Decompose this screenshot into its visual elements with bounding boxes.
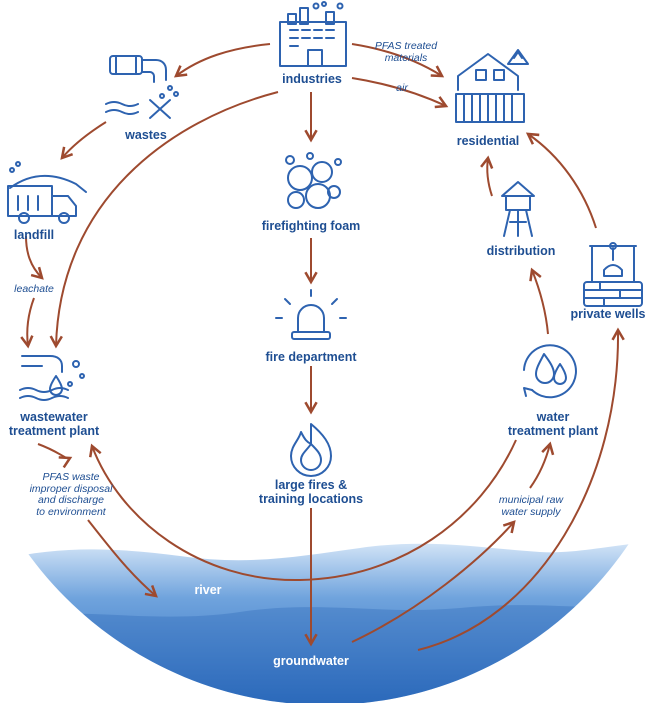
arrow-industries-wastewater xyxy=(49,91,279,349)
arrow-groundwater-privatewells xyxy=(417,327,625,651)
river-label: river xyxy=(194,583,222,597)
water-treatment-label: water treatment plant xyxy=(507,410,599,438)
arrow-industries-residential-air xyxy=(351,77,449,109)
arrow-distribution-residential xyxy=(480,155,494,197)
arrow-industries-wastes xyxy=(173,43,271,78)
arrow-landfill-leachate xyxy=(25,235,44,280)
arrow-groundwater-municipal xyxy=(351,520,516,643)
house-icon xyxy=(455,49,529,123)
arrow-privatewells-residential xyxy=(525,132,597,229)
well-icon xyxy=(583,242,643,307)
municipal-raw-water-label: municipal raw water supply xyxy=(498,494,564,518)
arrow-wastes-landfill xyxy=(60,121,107,160)
pipe-waste-icon xyxy=(105,55,179,119)
large-fires-label: large fires & training locations xyxy=(258,478,364,506)
factory-icon xyxy=(279,1,347,67)
industries-label: industries xyxy=(282,72,342,86)
wastes-label: wastes xyxy=(125,128,167,142)
distribution-label: distribution xyxy=(486,244,556,258)
arrow-municipal-watertreatment xyxy=(529,441,555,489)
private-wells-label: private wells xyxy=(570,307,646,321)
arrow-watertreatment-distribution xyxy=(529,267,549,335)
groundwater-label: groundwater xyxy=(273,654,349,668)
pfas-waste-label: PFAS waste improper disposal and dischar… xyxy=(29,471,113,518)
siren-icon xyxy=(275,289,347,340)
wastewater-icon xyxy=(19,355,85,401)
fire-department-label: fire department xyxy=(265,350,357,364)
foam-bubbles-icon xyxy=(285,152,342,209)
water-tower-icon xyxy=(501,181,535,237)
pfas-treated-materials-label: PFAS treated materials xyxy=(374,40,438,64)
firefighting-foam-label: firefighting foam xyxy=(261,219,361,233)
flow-arrows xyxy=(20,43,625,651)
air-label: air xyxy=(396,82,408,94)
flame-icon xyxy=(290,423,332,477)
arrow-industries-residential-materials xyxy=(351,43,445,78)
water-body xyxy=(0,542,650,703)
arrow-watertreatment-wastewater xyxy=(88,439,517,582)
garbage-truck-icon xyxy=(7,161,87,224)
arrow-leachate-wastewater xyxy=(20,297,35,349)
arrow-wastewater-river xyxy=(37,443,73,469)
residential-label: residential xyxy=(456,134,520,148)
water-cycle-icon xyxy=(523,344,577,399)
leachate-label: leachate xyxy=(14,283,54,295)
wastewater-treatment-label: wastewater treatment plant xyxy=(8,410,100,438)
landfill-label: landfill xyxy=(13,228,55,242)
arrow-discharge-river xyxy=(87,519,158,598)
